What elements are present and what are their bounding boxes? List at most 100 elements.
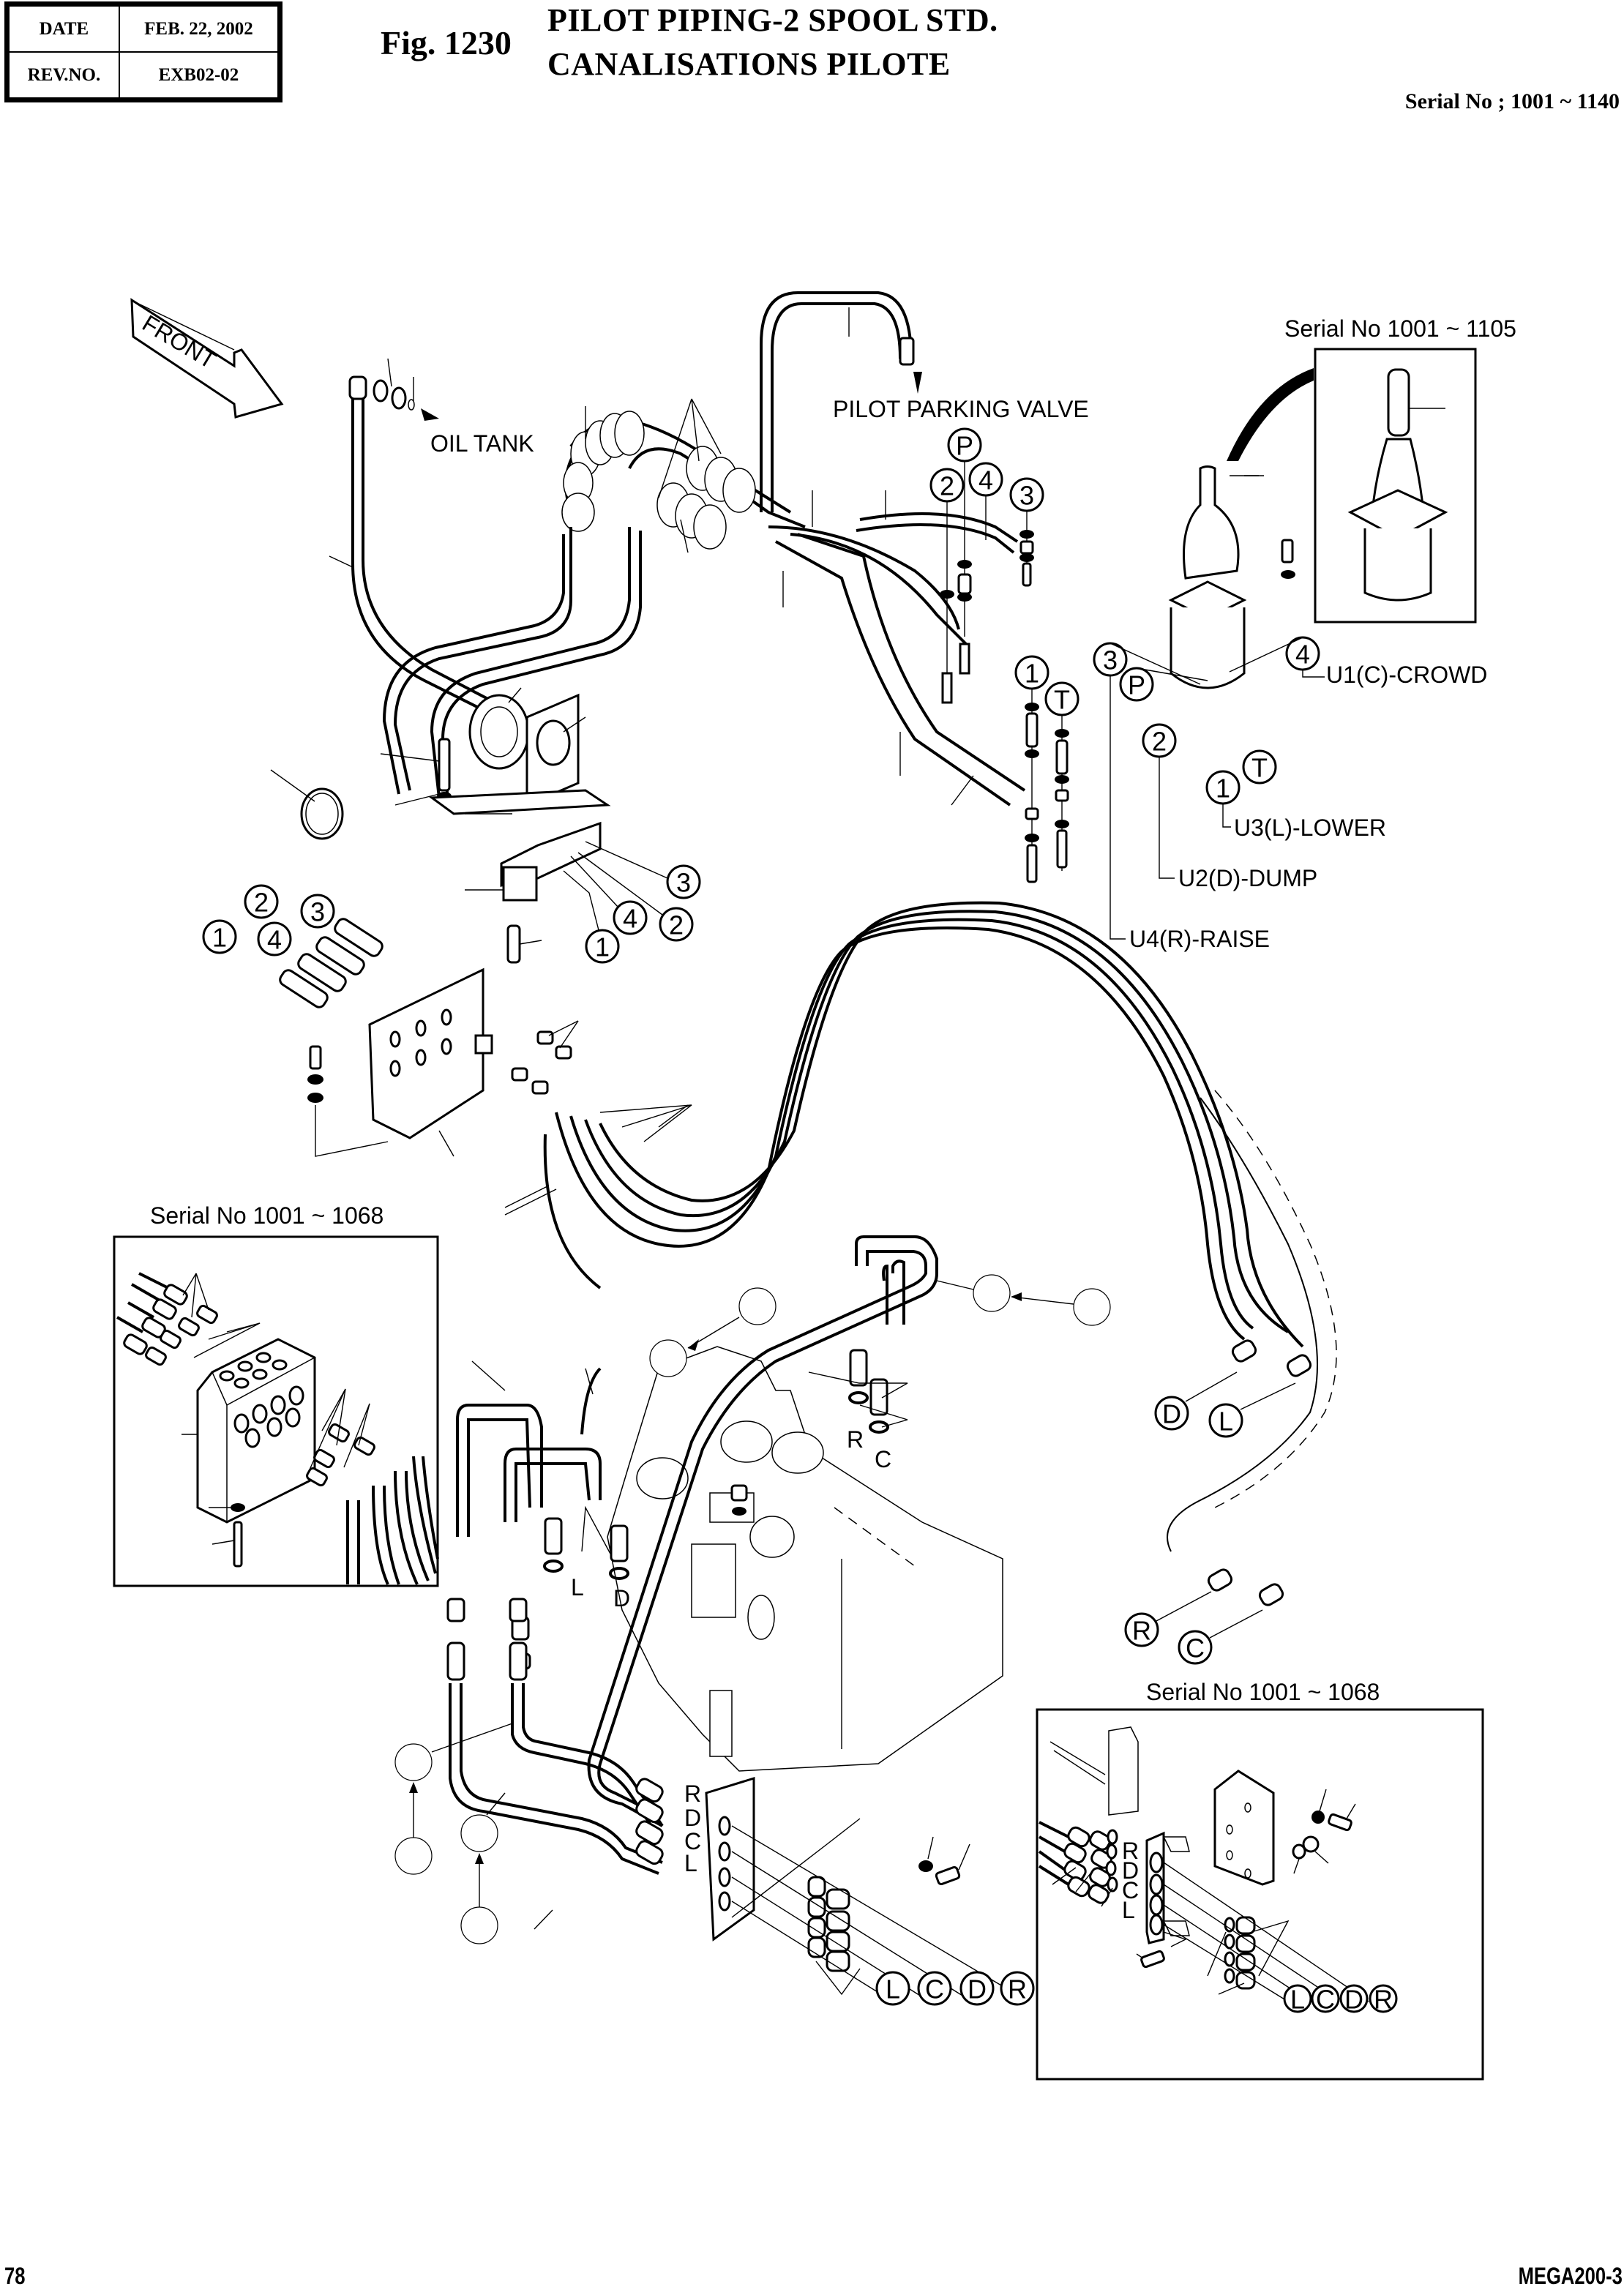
svg-text:1: 1 <box>212 923 227 953</box>
pilot-hose-bundle-upper <box>382 490 1026 806</box>
svg-text:2: 2 <box>940 471 954 501</box>
plate-letter-C: C <box>684 1828 701 1854</box>
port-plate-assembly: R D C L L C <box>534 1690 1035 2006</box>
callout-D-bottom: D <box>959 1971 995 2006</box>
callout-1-bracket: 1 <box>202 919 237 954</box>
pilot-hose-bundle-long <box>504 901 1337 1552</box>
valve-port-L: L <box>571 1574 584 1600</box>
callout-P: P <box>947 427 982 463</box>
svg-text:P: P <box>1128 670 1145 700</box>
svg-text:C: C <box>1316 1985 1335 2015</box>
svg-text:1: 1 <box>1216 774 1230 804</box>
callout-R-bottom: R <box>1000 1971 1035 2006</box>
revision-info-box: DATE FEB. 22, 2002 REV.NO. EXB02-02 <box>4 1 282 102</box>
callout-4-manifold: 4 <box>613 900 648 935</box>
svg-text:3: 3 <box>676 868 691 898</box>
oil-tank-label: OIL TANK <box>430 430 534 457</box>
inset-plate-letter-R: R <box>1122 1838 1139 1864</box>
svg-text:D: D <box>1162 1399 1181 1429</box>
svg-text:C: C <box>925 1974 944 2004</box>
front-arrow-icon: FRONT <box>130 298 284 419</box>
svg-text:2: 2 <box>254 888 269 918</box>
svg-text:C: C <box>1186 1633 1205 1663</box>
rev-label: REV.NO. <box>8 51 120 99</box>
valve-port-R: R <box>847 1426 864 1453</box>
parking-valve-fittings: P 2 4 3 <box>929 427 1044 704</box>
callout-4-bracket: 4 <box>257 921 292 956</box>
joystick-inset: Serial No 1001 ~ 1105 <box>1244 315 1516 624</box>
callout-4-joystick: 4 <box>1285 636 1320 671</box>
svg-text:4: 4 <box>267 925 282 955</box>
title-english: PILOT PIPING-2 SPOOL STD. <box>547 2 998 38</box>
callout-4: 4 <box>968 462 1003 497</box>
reference-circles <box>394 1274 1111 1944</box>
callout-R-hose: R <box>1124 1612 1159 1647</box>
serial-range: Serial No ; 1001 ~ 1140 <box>1404 89 1620 113</box>
callout-C-bottom: C <box>917 1971 952 2006</box>
date-label: DATE <box>8 5 120 53</box>
svg-text:D: D <box>968 1974 987 2004</box>
inset-plate-letter-D: D <box>1122 1857 1139 1884</box>
callout-2: 2 <box>929 468 965 503</box>
callout-2-bracket: 2 <box>244 884 279 919</box>
callout-2-joystick: 2 <box>1142 723 1177 758</box>
callout-3-manifold: 3 <box>666 864 701 899</box>
rev-value: EXB02-02 <box>118 51 280 99</box>
svg-text:3: 3 <box>1019 481 1034 511</box>
plate-bracket-inset: Serial No 1001 ~ 1068 R D C L <box>1036 1679 1484 2081</box>
callout-D-hose: D <box>1154 1396 1189 1431</box>
model-code: MEGA200-3 <box>1518 2263 1623 2289</box>
inset-callout-R: R <box>1369 1984 1398 2015</box>
svg-text:R: R <box>1008 1974 1027 2004</box>
hose-clamp-and-mount <box>270 687 611 964</box>
svg-text:2: 2 <box>669 910 684 940</box>
joystick-ports: 3 P 2 1 T 4 U1(C)-CROWD U3(L)-LOWER <box>1093 636 1487 952</box>
tank-return-fittings: 1 T <box>1014 655 1079 883</box>
svg-text:4: 4 <box>1295 640 1310 670</box>
plate-letter-R: R <box>684 1781 701 1807</box>
callout-3-bracket: 3 <box>300 894 335 929</box>
callout-L-bottom: L <box>875 1971 910 2006</box>
svg-text:P: P <box>956 431 973 461</box>
inset-plate-letter-L: L <box>1122 1897 1135 1923</box>
callout-C-hose: C <box>1178 1630 1213 1665</box>
plate-letter-L: L <box>684 1850 697 1876</box>
svg-text:1: 1 <box>595 932 610 962</box>
joystick-inset-caption: Serial No 1001 ~ 1105 <box>1284 315 1516 342</box>
protective-bellows <box>561 398 806 550</box>
plate-inset-caption: Serial No 1001 ~ 1068 <box>1146 1679 1380 1705</box>
svg-text:L: L <box>1219 1407 1233 1437</box>
valve-port-D: D <box>613 1585 630 1611</box>
svg-text:1: 1 <box>1025 659 1039 689</box>
junction-block-inset: Serial No 1001 ~ 1068 <box>113 1202 439 1587</box>
callout-L-hose: L <box>1208 1403 1243 1438</box>
port-label-crowd: U1(C)-CROWD <box>1326 662 1487 688</box>
inset-callout-C: C <box>1311 1984 1340 2015</box>
callout-1-manifold: 1 <box>585 929 620 964</box>
callout-P-joystick: P <box>1119 667 1154 702</box>
svg-text:R: R <box>1132 1616 1151 1646</box>
svg-text:3: 3 <box>310 897 325 927</box>
inset-callout-L: L <box>1283 1984 1312 2015</box>
date-value: FEB. 22, 2002 <box>118 5 280 53</box>
callout-3-joystick: 3 <box>1093 642 1128 677</box>
svg-text:L: L <box>886 1974 900 2004</box>
svg-text:R: R <box>1374 1985 1393 2015</box>
svg-text:4: 4 <box>978 465 993 495</box>
callout-T: T <box>1044 681 1079 716</box>
pilot-parking-valve-label: PILOT PARKING VALVE <box>833 396 1089 422</box>
svg-text:D: D <box>1344 1985 1363 2015</box>
parking-valve-hose: PILOT PARKING VALVE <box>760 291 1089 512</box>
page-number: 78 <box>4 2263 26 2289</box>
svg-text:4: 4 <box>623 904 637 934</box>
oil-tank-line: OIL TANK <box>329 358 534 726</box>
plate-letter-D: D <box>684 1805 701 1831</box>
title-french: CANALISATIONS PILOTE <box>547 46 951 82</box>
junction-inset-caption: Serial No 1001 ~ 1068 <box>150 1202 383 1229</box>
svg-text:2: 2 <box>1152 727 1167 757</box>
hose-end-callouts: D L R C <box>1124 1339 1312 1665</box>
svg-text:T: T <box>1251 753 1268 783</box>
callout-T-joystick: T <box>1242 749 1277 785</box>
port-label-lower: U3(L)-LOWER <box>1234 815 1386 841</box>
